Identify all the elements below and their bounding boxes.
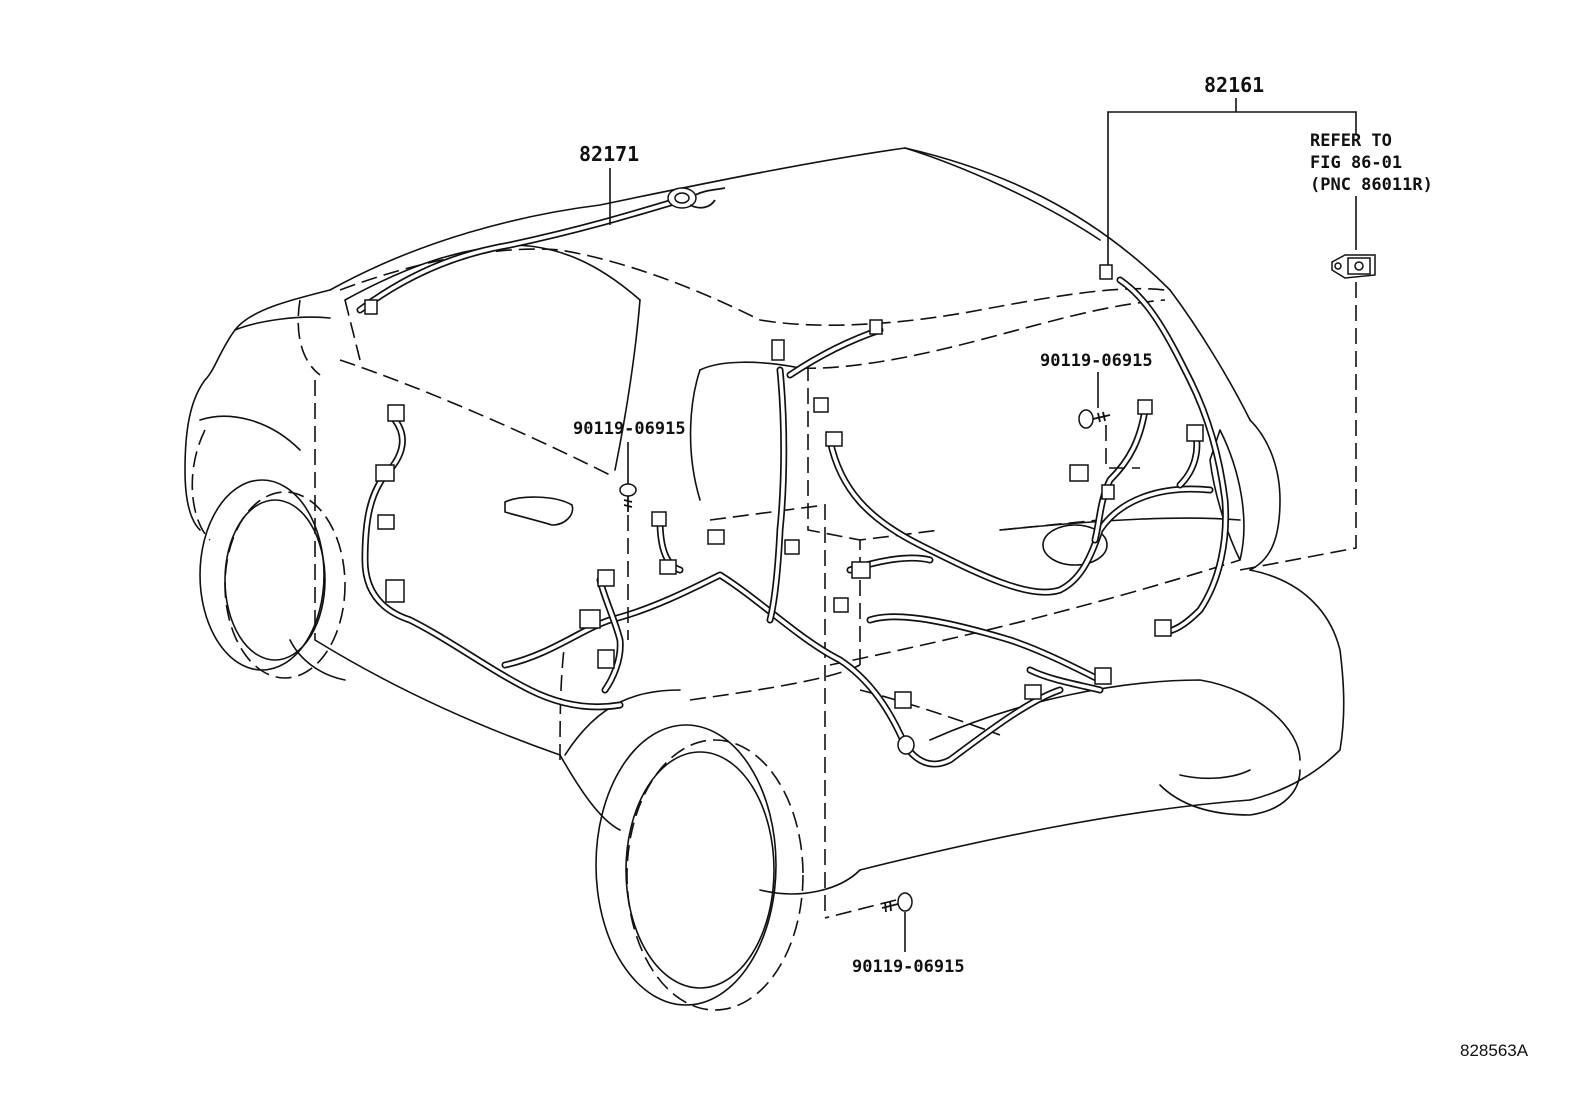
callout-bolt-right: 90119-06915 <box>1040 351 1153 371</box>
callout-bolt-bottom: 90119-06915 <box>852 957 965 977</box>
roof-wire-harness <box>356 187 726 315</box>
leader-lines <box>609 98 1357 952</box>
rear-wheel <box>595 724 804 1011</box>
figure-id: 828563A <box>1460 1041 1529 1060</box>
callout-roof-harness: 82171 <box>579 142 639 166</box>
bolt-icon-bottom <box>881 892 913 913</box>
hidden-body-lines <box>191 248 1241 915</box>
refer-note-line2: FIG 86-01 <box>1310 153 1402 173</box>
car-body-outline <box>184 147 1345 895</box>
callout-bolt-center: 90119-06915 <box>573 419 686 439</box>
bolt-icon-right <box>1078 409 1111 429</box>
bolt-icon-center <box>619 483 637 512</box>
rear-wheel-right <box>1159 769 1301 816</box>
referenced-part-icon <box>1331 254 1376 279</box>
front-wheel <box>199 479 346 679</box>
rear-wire-harness <box>361 264 1230 768</box>
callout-rear-harness: 82161 <box>1204 73 1264 97</box>
refer-note-line1: REFER TO <box>1310 131 1392 151</box>
refer-note-line3: (PNC 86011R) <box>1310 175 1433 195</box>
